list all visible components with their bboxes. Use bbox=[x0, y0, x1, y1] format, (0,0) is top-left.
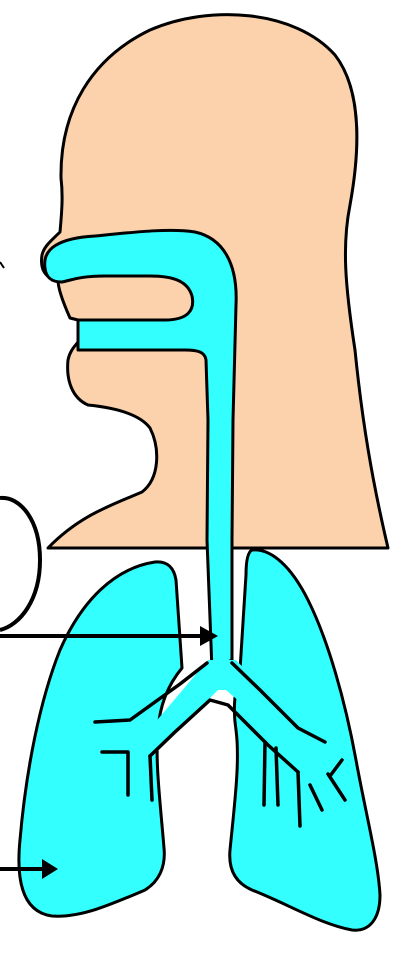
nose-tick-mark bbox=[0, 262, 4, 268]
label-circle-outline bbox=[0, 498, 40, 630]
